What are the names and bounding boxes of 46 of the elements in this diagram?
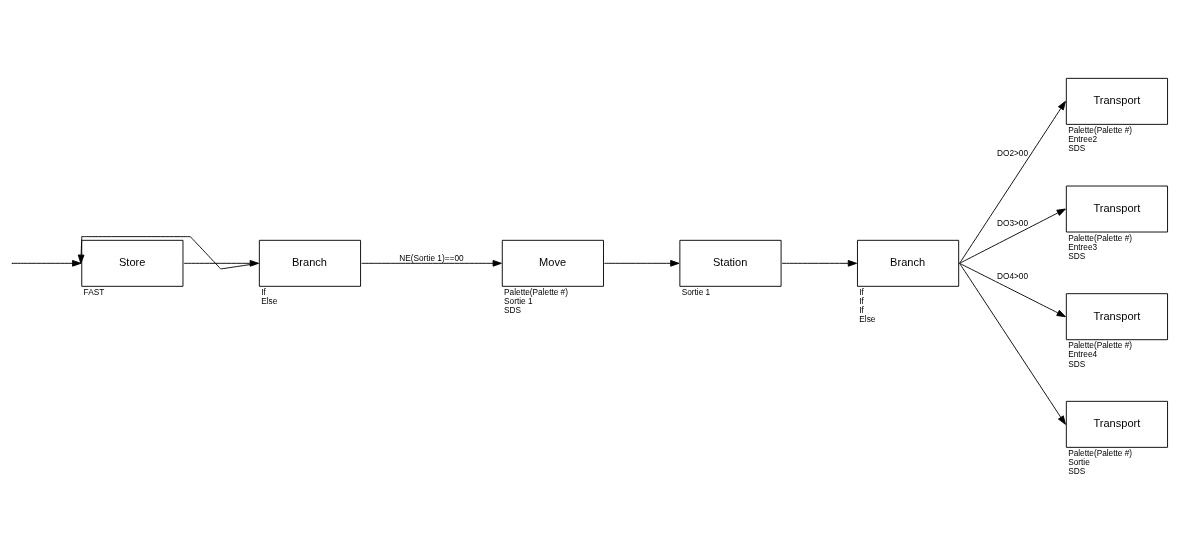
node-label: Palette(Palette #)	[1068, 125, 1133, 135]
arrow	[959, 262, 1066, 425]
node-box: Store	[81, 239, 184, 287]
edge-label: NE(Sortie 1)==00	[399, 253, 464, 263]
node-box: Transport	[1065, 400, 1168, 448]
node-box: Transport	[1065, 185, 1168, 232]
node-box: Branch	[857, 239, 960, 287]
arrow	[361, 259, 502, 267]
node-label: If	[859, 287, 864, 297]
node-box: Transport	[1065, 77, 1168, 125]
arrow	[959, 208, 1066, 264]
node-label: SDS	[1068, 251, 1086, 261]
arrow	[12, 259, 82, 267]
node-label: Palette(Palette #)	[1068, 448, 1133, 458]
node-label: SDS	[504, 305, 522, 315]
node-label: FAST	[83, 287, 105, 297]
node-label: Palette(Palette #)	[1068, 340, 1133, 350]
node-label: If	[261, 287, 266, 297]
node-box: Branch	[258, 239, 362, 287]
arrow	[781, 259, 857, 267]
node-label: Sortie 1	[504, 296, 533, 306]
node-box: Move	[501, 239, 604, 287]
arrow	[183, 259, 259, 267]
node-label: SDS	[1068, 359, 1086, 369]
node-label: Entree2	[1068, 134, 1098, 144]
edge-label: DO2>00	[997, 148, 1029, 158]
node-box: Transport	[1065, 292, 1168, 340]
node-label: SDS	[1068, 466, 1086, 476]
node-label: Sortie	[1068, 457, 1090, 467]
node-label: Entree3	[1068, 242, 1098, 252]
node-label: SDS	[1068, 143, 1086, 153]
node-label: Else	[859, 314, 876, 324]
node-label: Palette(Palette #)	[504, 287, 568, 297]
node-label: Entree4	[1068, 349, 1098, 359]
arrow	[603, 259, 680, 267]
arrow	[959, 262, 1066, 317]
node-label: Sortie 1	[681, 287, 711, 297]
node-label: If	[859, 305, 864, 315]
arrow	[959, 100, 1066, 264]
node-label: Else	[261, 296, 278, 306]
node-label: Palette(Palette #)	[1068, 233, 1133, 242]
node-label: If	[859, 296, 864, 306]
edge-label: DO3>00	[997, 218, 1029, 228]
node-box: Station	[679, 239, 782, 287]
edge-label: DO4>00	[997, 271, 1029, 281]
arrow	[77, 235, 259, 269]
